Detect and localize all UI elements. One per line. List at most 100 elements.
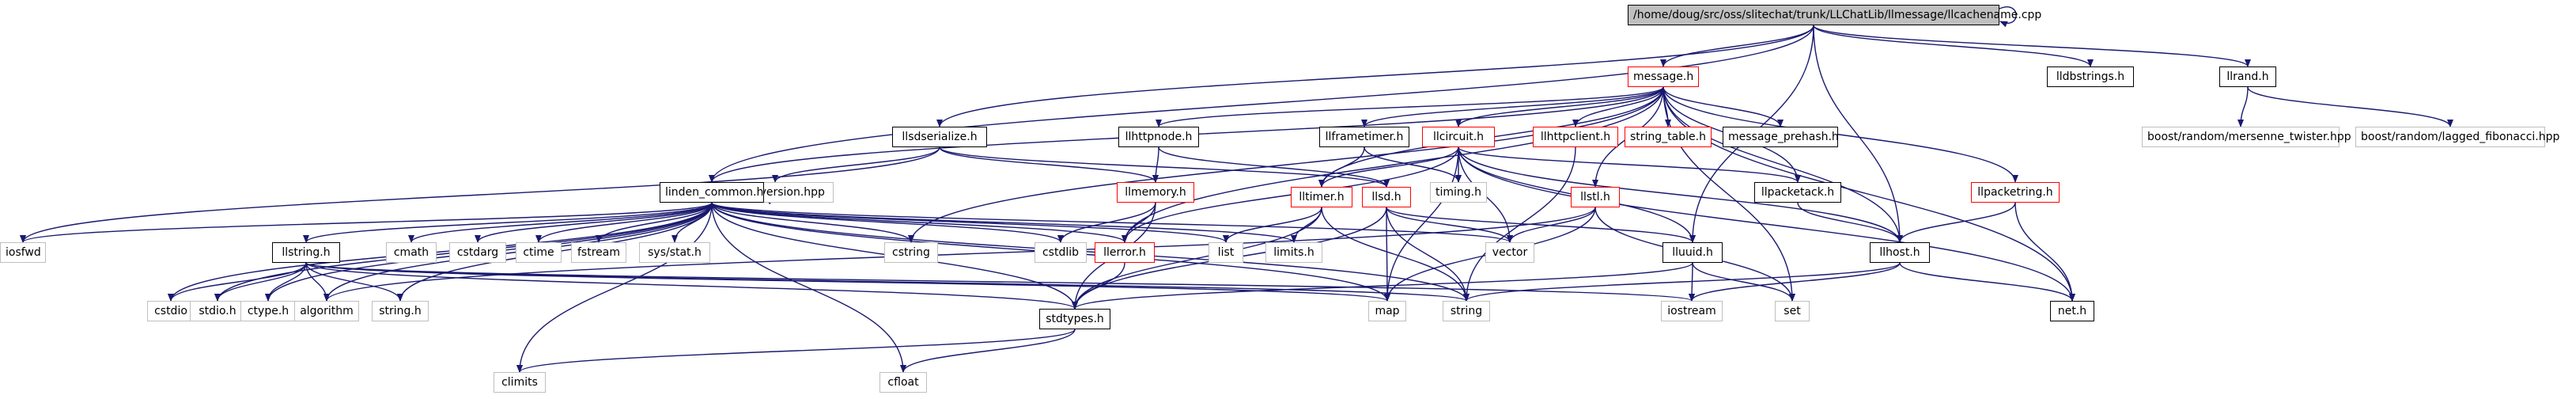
node-iostream[interactable]: iostream (1661, 301, 1723, 321)
edge-linden_common_h-to-cfloat (711, 202, 906, 373)
edge-lluuid_h-to-stdtypes_h (1072, 262, 1693, 310)
edge-llstring_h-to-algorithm (305, 262, 330, 302)
edge-llstring_h-to-map (305, 262, 1390, 302)
edge-root-to-llsdserialize_h (936, 25, 1814, 127)
node-llsdserialize-h[interactable]: llsdserialize.h (892, 127, 987, 147)
node-cstdio[interactable]: cstdio (147, 301, 195, 321)
node-message-h[interactable]: message.h (1628, 66, 1699, 87)
edge-message_h-to-llcircuit_h (1455, 86, 1664, 127)
edge-lluuid_h-to-set (1692, 262, 1795, 302)
node-set[interactable]: set (1775, 301, 1810, 321)
node-llrand-h[interactable]: llrand.h (2219, 66, 2276, 87)
node-vector[interactable]: vector (1485, 242, 1534, 263)
edge-linden_common_h-to-iosfwd (20, 202, 713, 243)
node-net-h[interactable]: net.h (2050, 301, 2094, 321)
node-llframetimer-h[interactable]: llframetimer.h (1319, 127, 1409, 147)
edge-llstring_h-to-string (305, 262, 1470, 302)
node-lltimer-h[interactable]: lltimer.h (1291, 187, 1352, 207)
edge-llcircuit_h-to-llpacketack_h (1458, 146, 1801, 183)
edge-linden_common_h-to-vector (711, 202, 1513, 243)
node-boost-mersenne-twister-hpp[interactable]: boost/random/mersenne_twister.hpp (2142, 127, 2351, 147)
node-cstdarg[interactable]: cstdarg (449, 242, 506, 263)
node-llhttpnode-h[interactable]: llhttpnode.h (1118, 127, 1199, 147)
edge-llsd_h-to-string (1386, 207, 1470, 302)
edge-llstring_h-to-ctype_h (265, 262, 307, 302)
edge-llsdserialize_h-to-llmemory_h (939, 146, 1159, 183)
edge-root-to-linden_common_h (709, 25, 1814, 183)
node-llerror-h[interactable]: llerror.h (1095, 242, 1155, 263)
node-sys-stat-h[interactable]: sys/stat.h (639, 242, 710, 263)
node-llsd-h[interactable]: llsd.h (1362, 187, 1411, 207)
node-map[interactable]: map (1368, 301, 1406, 321)
edge-message_h-to-llhttpclient_h (1572, 86, 1664, 127)
node-llstl-h[interactable]: llstl.h (1571, 187, 1620, 207)
edge-stdtypes_h-to-climits (516, 329, 1076, 373)
edge-llsdserialize_h-to-boost_version (772, 146, 940, 183)
node-stdtypes-h[interactable]: stdtypes.h (1039, 309, 1110, 329)
edge-root-to-root (1999, 6, 2017, 28)
edge-llrand_h-to-boost_lagged (2247, 86, 2453, 127)
node-llcachename-cpp[interactable]: /home/doug/src/oss/slitechat/trunk/LLCha… (1628, 5, 2041, 25)
edge-llhttpnode_h-to-llsd_h (1158, 146, 1390, 188)
node-llstring-h[interactable]: llstring.h (272, 242, 340, 263)
edge-message_h-to-llhttpnode_h (1156, 86, 1664, 127)
node-message-prehash-h[interactable]: message_prehash.h (1723, 127, 1839, 147)
node-list[interactable]: list (1209, 242, 1243, 263)
node-llpacketring-h[interactable]: llpacketring.h (1971, 182, 2060, 203)
edge-linden_common_h-to-cstdarg (475, 202, 713, 243)
edge-llcircuit_h-to-net_h (1458, 146, 2075, 302)
node-linden-common-h[interactable]: linden_common.h (660, 182, 764, 203)
node-cmath[interactable]: cmath (386, 242, 437, 263)
edge-llrand_h-to-boost_mersenne (2237, 86, 2249, 127)
node-boost-lagged-fibonacci-hpp[interactable]: boost/random/lagged_fibonacci.hpp (2355, 127, 2559, 147)
node-timing-h[interactable]: timing.h (1430, 182, 1487, 203)
edge-message_h-to-set (1662, 86, 1795, 302)
edge-linden_common_h-to-limits_h (711, 202, 1297, 243)
node-string[interactable]: string (1443, 301, 1490, 321)
node-llhttpclient-h[interactable]: llhttpclient.h (1533, 127, 1618, 147)
node-ctype-h[interactable]: ctype.h (240, 301, 296, 321)
edge-root-to-lldbstrings_h (1813, 25, 2094, 67)
node-stdio-h[interactable]: stdio.h (190, 301, 245, 321)
node-climits[interactable]: climits (494, 372, 546, 393)
edge-linden_common_h-to-llerror_h (711, 202, 1128, 243)
edge-linden_common_h-to-cstring (711, 202, 914, 243)
node-iosfwd[interactable]: iosfwd (0, 242, 46, 263)
node-llpacketack-h[interactable]: llpacketack.h (1754, 182, 1841, 203)
node-cstring[interactable]: cstring (884, 242, 938, 263)
edge-llstring_h-to-cstdio (168, 262, 307, 302)
edge-root-to-llhost_h (1813, 25, 1903, 243)
edge-message_h-to-llpacketring_h (1662, 86, 2018, 183)
edge-lltimer_h-to-list (1223, 207, 1322, 243)
edge-linden_common_h-to-climits (516, 202, 713, 373)
node-string-table-h[interactable]: string_table.h (1625, 127, 1712, 147)
edge-llstl_h-to-vector (1507, 207, 1596, 243)
node-string-h[interactable]: string.h (372, 301, 429, 321)
node-lluuid-h[interactable]: lluuid.h (1662, 242, 1723, 263)
edge-llcircuit_h-to-map (1384, 146, 1459, 302)
edge-llsdserialize_h-to-llsd_h (939, 146, 1390, 188)
node-llmemory-h[interactable]: llmemory.h (1117, 182, 1194, 203)
edge-root-to-message_h (1660, 25, 1814, 67)
node-fstream[interactable]: fstream (571, 242, 626, 263)
edge-llstring_h-to-iostream (305, 262, 1695, 302)
edge-message_h-to-llframetimer_h (1361, 86, 1664, 127)
edge-llcircuit_h-to-lltimer_h (1318, 146, 1459, 188)
edge-linden_common_h-to-cstdlib (711, 202, 1064, 243)
node-llhost-h[interactable]: llhost.h (1870, 242, 1930, 263)
node-lldbstrings-h[interactable]: lldbstrings.h (2047, 66, 2134, 87)
edge-llframetimer_h-to-timing_h (1364, 146, 1462, 183)
node-llcircuit-h[interactable]: llcircuit.h (1422, 127, 1495, 147)
node-limits-h[interactable]: limits.h (1265, 242, 1322, 263)
edge-linden_common_h-to-cstdio (168, 202, 713, 302)
edge-llhttpnode_h-to-llmemory_h (1152, 146, 1159, 183)
edge-stdtypes_h-to-cfloat (900, 329, 1076, 373)
node-ctime[interactable]: ctime (516, 242, 562, 263)
node-algorithm[interactable]: algorithm (294, 301, 359, 321)
edge-llsd_h-to-vector (1386, 207, 1513, 243)
edge-linden_common_h-to-llstring_h (303, 202, 713, 243)
edge-message_h-to-llhost_h (1662, 86, 1903, 243)
edge-llhost_h-to-iostream (1689, 262, 1901, 302)
node-cfloat[interactable]: cfloat (879, 372, 927, 393)
node-cstdlib[interactable]: cstdlib (1035, 242, 1087, 263)
